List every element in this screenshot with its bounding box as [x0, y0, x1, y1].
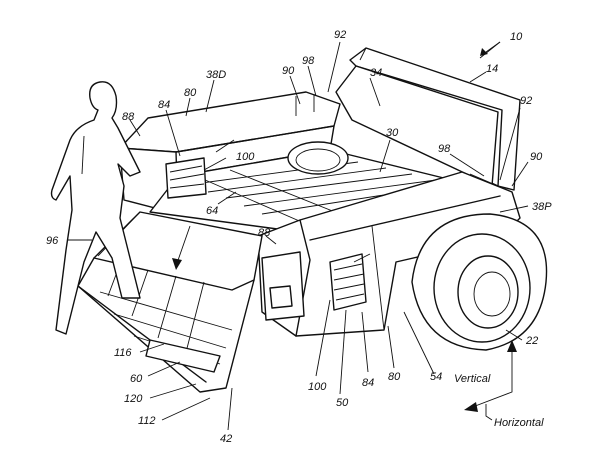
label-14: 14	[486, 63, 498, 75]
leader-lines	[68, 41, 529, 431]
reference-labels: 10 14 92 92 90 90 98 98 38D 80 80 34 88 …	[46, 29, 552, 445]
label-38d: 38D	[206, 69, 226, 81]
label-100-bottom: 100	[308, 381, 327, 393]
label-98-right: 98	[438, 143, 451, 155]
label-88-center: 88	[258, 227, 271, 239]
label-54: 54	[430, 371, 442, 383]
label-10: 10	[510, 31, 523, 43]
label-116: 116	[114, 347, 132, 359]
label-100-top: 100	[236, 151, 255, 163]
label-50: 50	[336, 397, 349, 409]
rear-wheel	[411, 213, 548, 351]
label-96: 96	[46, 235, 59, 247]
assembly-arrow-icon	[485, 41, 501, 53]
direction-arrows	[464, 340, 517, 421]
step-pad-passenger	[329, 253, 367, 311]
label-88-left: 88	[122, 111, 135, 123]
step-pad-driver	[165, 157, 207, 199]
label-60: 60	[130, 373, 143, 385]
label-vertical: Vertical	[454, 373, 491, 385]
label-84-bottom: 84	[362, 377, 374, 389]
label-38p: 38P	[532, 201, 552, 213]
label-80-top: 80	[184, 87, 197, 99]
assembly-arrow-head-icon	[480, 48, 488, 56]
bed-floor	[149, 141, 469, 233]
label-112: 112	[138, 415, 156, 427]
label-120: 120	[124, 393, 143, 405]
label-90-left: 90	[282, 65, 295, 77]
label-30: 30	[386, 127, 399, 139]
label-98-top: 98	[302, 55, 315, 67]
ramp-arrow-head-icon	[172, 258, 182, 270]
label-92-top: 92	[334, 29, 346, 41]
label-80-bottom: 80	[388, 371, 401, 383]
label-64: 64	[206, 205, 218, 217]
label-22: 22	[525, 335, 538, 347]
person-figure	[50, 81, 141, 335]
taillight	[261, 251, 305, 321]
label-92-right: 92	[520, 95, 532, 107]
label-34: 34	[370, 67, 382, 79]
label-42: 42	[220, 433, 232, 445]
label-horizontal: Horizontal	[494, 417, 544, 429]
label-90-right: 90	[530, 151, 543, 163]
label-84-top: 84	[158, 99, 170, 111]
